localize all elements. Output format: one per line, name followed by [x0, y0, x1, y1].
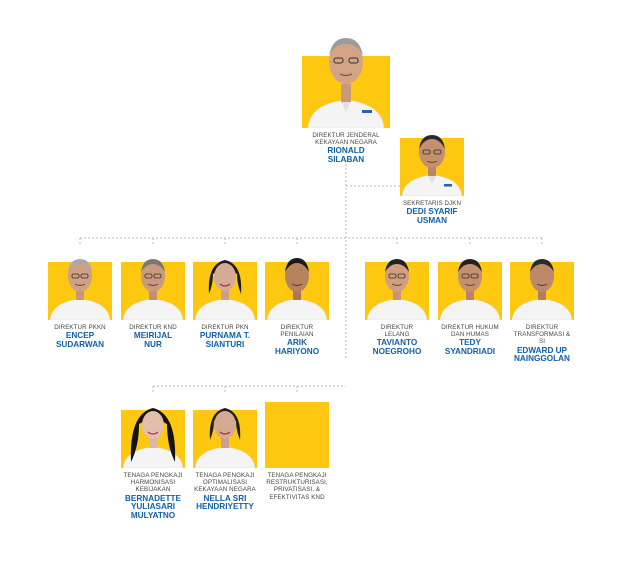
expert-photo [193, 402, 257, 468]
expert-role: TENAGA PENGKAJI RESTRUKTURISASI, PRIVATI… [266, 472, 328, 501]
person-photo-icon [49, 259, 111, 320]
person-photo-icon [122, 408, 184, 468]
director-photo [193, 254, 257, 320]
director-card-knd: DIREKTUR KND MEIRIJAL NUR [121, 254, 185, 349]
director-card-pkn: DIREKTUR PKN PURNAMA T. SIANTURI [193, 254, 257, 349]
expert-card-restrukturisasi: TENAGA PENGKAJI RESTRUKTURISASI, PRIVATI… [265, 402, 329, 502]
director-name: EDWARD UP NAINGGOLAN [514, 345, 570, 364]
secretary-photo [400, 130, 464, 196]
director-name: PURNAMA T. SIANTURI [199, 331, 251, 349]
person-photo-icon [194, 260, 256, 320]
director-card-transformasi: DIREKTUR TRANSFORMASI & SI EDWARD UP NAI… [510, 254, 574, 364]
director-role: DIREKTUR PENILAIAN [280, 324, 314, 339]
person-photo-icon [366, 259, 428, 320]
director-card-penilaian: DIREKTUR PENILAIAN ARIK HARIYONO [265, 254, 329, 357]
director-name: MEIRIJAL NUR [133, 331, 173, 349]
expert-card-optimalisasi: TENAGA PENGKAJI OPTIMALISASI KEKAYAAN NE… [193, 402, 257, 512]
expert-role: TENAGA PENGKAJI OPTIMALISASI KEKAYAAN NE… [194, 472, 256, 494]
director-name: ARIK HARIYONO [274, 338, 320, 356]
secretary-name: DEDI SYARIF USMAN [406, 207, 458, 225]
director-role: DIREKTUR PKKN [54, 324, 106, 331]
director-card-pkkn: DIREKTUR PKKN ENCEP SUDARWAN [48, 254, 112, 349]
director-photo [121, 254, 185, 320]
director-general-name: RIONALD SILABAN [327, 146, 365, 164]
director-name: ENCEP SUDARWAN [55, 331, 105, 349]
expert-photo-placeholder [265, 402, 329, 468]
person-photo-icon [307, 38, 385, 128]
person-photo-icon [194, 408, 256, 468]
director-photo [48, 254, 112, 320]
expert-name: BERNADETTE YULIASARI MULYATNO [125, 493, 181, 520]
expert-photo [121, 402, 185, 468]
secretary-role: SEKRETARIS DJKN [402, 200, 462, 207]
director-card-lelang: DIREKTUR LELANG TAVIANTO NOEGROHO [365, 254, 429, 357]
director-name: TEDY SYANDRIADI [444, 338, 496, 356]
director-general-role: DIREKTUR JENDERAL KEKAYAAN NEGARA [312, 132, 380, 147]
director-photo [510, 254, 574, 320]
director-name: TAVIANTO NOEGROHO [372, 338, 422, 356]
expert-name: NELLA SRI HENDRIYETTY [196, 493, 254, 512]
person-photo-icon [266, 258, 328, 320]
person-photo-icon [511, 259, 573, 320]
secretary-card: SEKRETARIS DJKN DEDI SYARIF USMAN [400, 130, 464, 225]
person-photo-icon [401, 135, 463, 196]
director-role: DIREKTUR PKN [201, 324, 249, 331]
director-role: DIREKTUR TRANSFORMASI & SI [513, 324, 571, 346]
expert-card-harmonisasi: TENAGA PENGKAJI HARMONISASI KEBIJAKAN BE… [121, 402, 185, 520]
director-photo [438, 254, 502, 320]
director-general-photo [302, 30, 390, 128]
director-role: DIREKTUR KND [129, 324, 177, 331]
director-role: DIREKTUR LELANG [380, 324, 414, 339]
director-photo [265, 254, 329, 320]
expert-role: TENAGA PENGKAJI HARMONISASI KEBIJAKAN [123, 472, 183, 494]
person-photo-icon [122, 259, 184, 320]
director-role: DIREKTUR HUKUM DAN HUMAS [441, 324, 499, 339]
director-general-card: DIREKTUR JENDERAL KEKAYAAN NEGARA RIONAL… [302, 30, 390, 165]
director-card-hukum-humas: DIREKTUR HUKUM DAN HUMAS TEDY SYANDRIADI [438, 254, 502, 357]
director-photo [365, 254, 429, 320]
person-photo-icon [439, 259, 501, 320]
